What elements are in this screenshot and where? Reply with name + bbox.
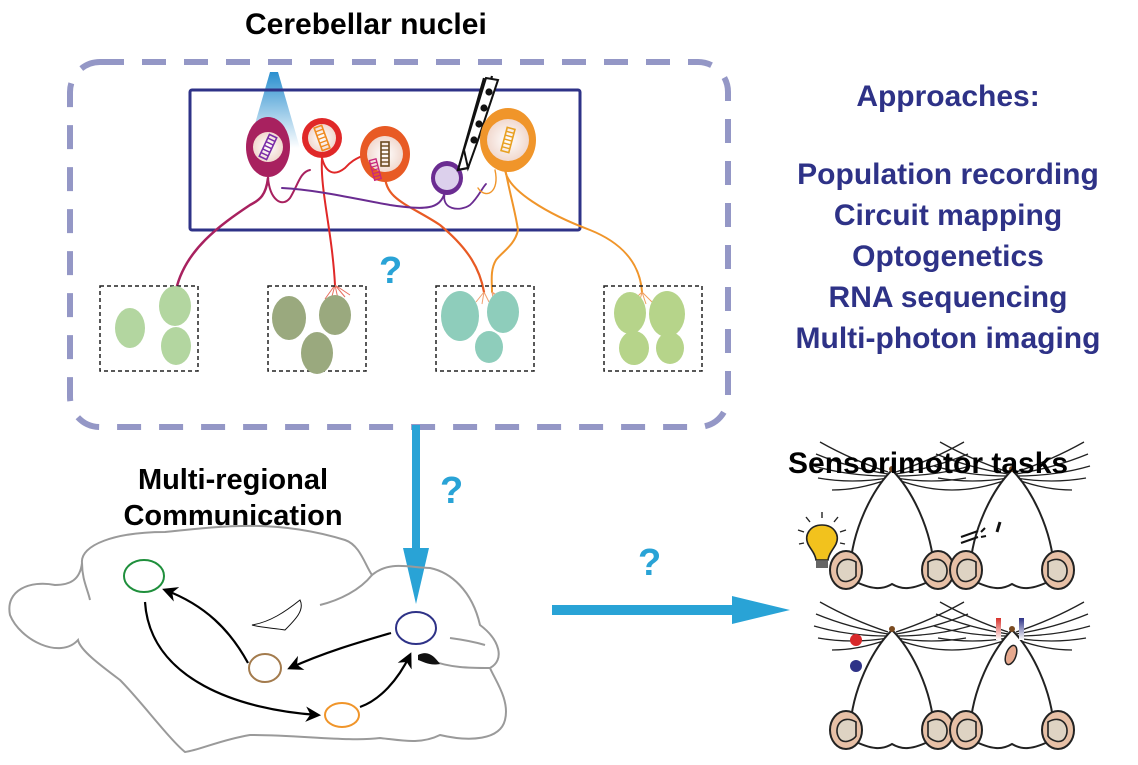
down-arrow — [403, 425, 429, 604]
brain-region-brown — [248, 653, 282, 683]
multi-regional-line1: Multi-regional — [137, 464, 329, 496]
question-mark-downstream: ? — [440, 470, 464, 512]
neuron-orange — [480, 108, 536, 172]
light-bulb-icon — [797, 512, 847, 568]
hippocampus-outline — [251, 599, 302, 631]
cerebellar-nuclei-box — [188, 88, 582, 232]
approach-item: Optogenetics — [852, 240, 1044, 273]
blue-bar-icon — [1019, 618, 1024, 640]
question-mark-projection: ? — [379, 250, 403, 292]
brain-region-orange — [324, 702, 360, 728]
neuron-red — [302, 118, 342, 158]
neuron-magenta — [246, 117, 290, 177]
approach-item: Population recording — [797, 158, 1099, 191]
approach-item: Multi-photon imaging — [795, 322, 1101, 355]
recording-electrode — [456, 75, 500, 172]
red-bar-icon — [996, 618, 1001, 640]
axon-terminals — [171, 284, 653, 305]
blue-dot-icon — [850, 660, 862, 672]
neuron-purple — [368, 158, 463, 195]
sensorimotor-tasks-title: Sensorimotor tasks — [788, 447, 1069, 480]
axons — [174, 155, 643, 294]
air-puff-icon — [960, 521, 1002, 544]
approaches-heading: Approaches: — [856, 80, 1040, 113]
target-group-3 — [435, 285, 535, 372]
cerebellar-nuclei-title: Cerebellar nuclei — [245, 8, 487, 41]
target-group-4 — [603, 285, 703, 372]
mouse-licking — [933, 601, 1091, 750]
brain-region-green — [123, 559, 165, 593]
ventricle-mark — [418, 653, 440, 665]
approach-item: Circuit mapping — [833, 199, 1063, 232]
tongue-icon — [1004, 644, 1018, 666]
right-arrow — [552, 596, 790, 624]
red-dot-icon — [850, 634, 862, 646]
circuit-arrows — [143, 587, 412, 722]
mouse-whisker-object — [813, 601, 971, 750]
approach-item: RNA sequencing — [828, 281, 1068, 314]
brain-region-navy — [395, 611, 437, 645]
neuron-orange-red — [360, 126, 410, 182]
target-group-2 — [267, 285, 367, 374]
question-mark-behavior: ? — [638, 542, 662, 584]
multi-regional-title: Multi-regional Communication — [88, 462, 378, 534]
cerebellar-nuclei-outline — [67, 59, 731, 430]
multi-regional-line2: Communication — [123, 500, 343, 532]
target-group-1 — [99, 285, 199, 372]
